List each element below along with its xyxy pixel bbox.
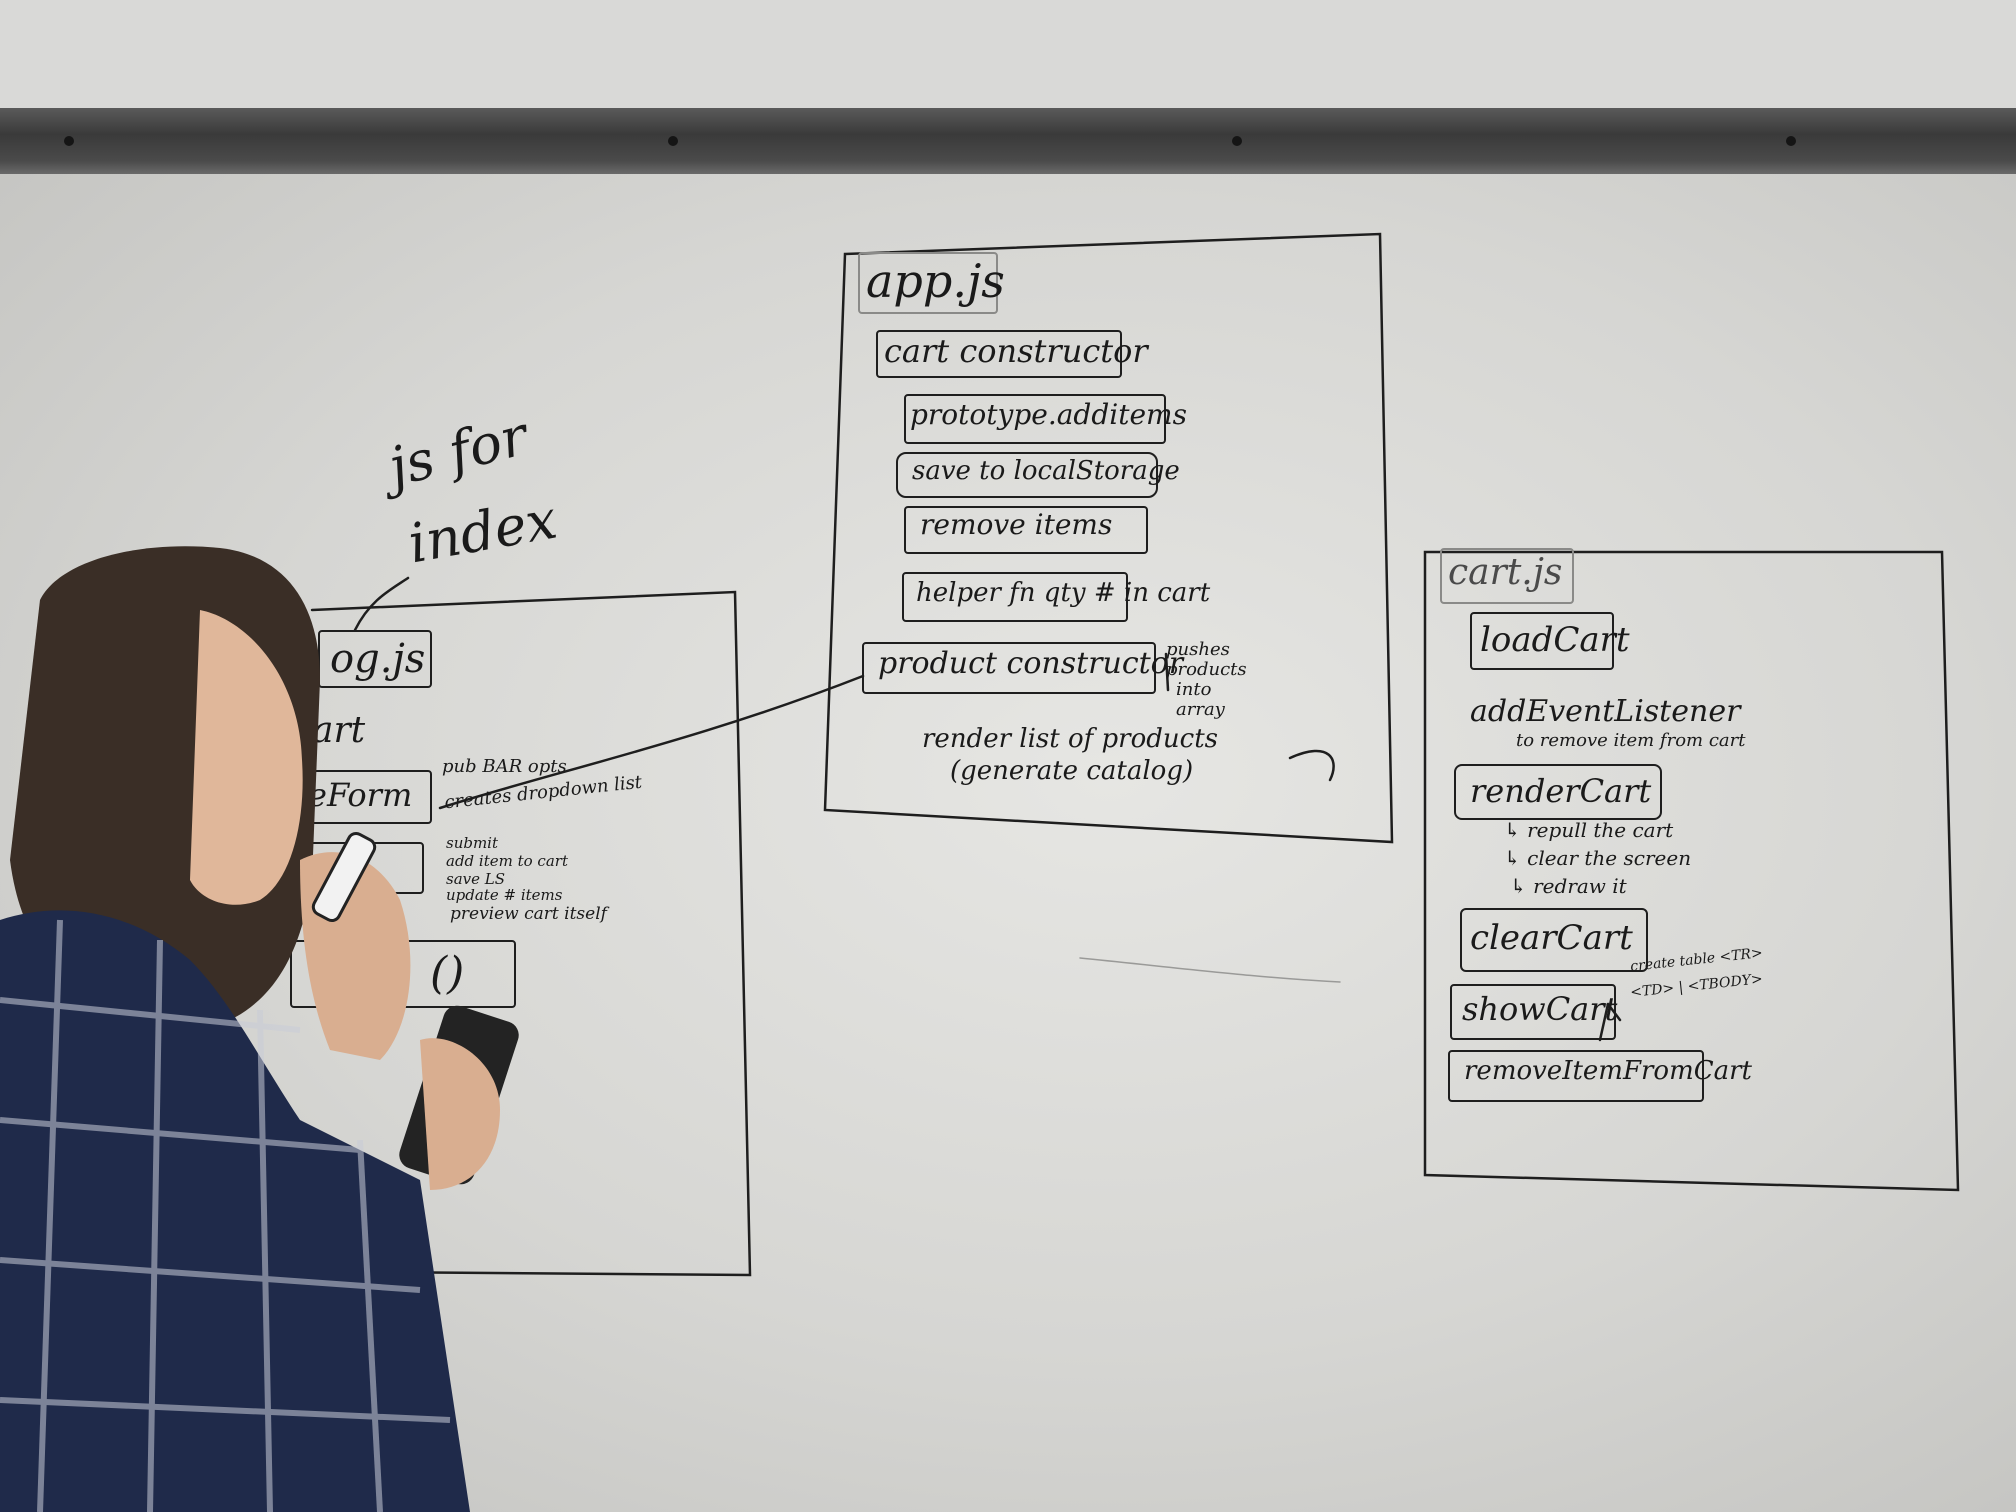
product-note-line: array xyxy=(1176,699,1225,720)
add-event-listener: addEventListener xyxy=(1470,694,1741,729)
product-note-line: into xyxy=(1176,679,1212,700)
left-box-form: eForm xyxy=(308,776,413,814)
clear-cart-frame xyxy=(1460,908,1648,972)
method-remove: remove items xyxy=(920,508,1113,541)
connector-line xyxy=(438,674,865,810)
render-cart-frame xyxy=(1454,764,1662,820)
rail-bolt xyxy=(668,136,678,146)
left-note-item: save LS xyxy=(446,870,505,888)
method-frame xyxy=(904,394,1166,444)
product-constructor: product constructor xyxy=(878,646,1184,681)
app-title: app.js xyxy=(866,254,1005,308)
cart-title-frame xyxy=(1440,548,1574,604)
cart-title: cart.js xyxy=(1448,552,1563,593)
clear-cart: clearCart xyxy=(1470,918,1633,958)
method-frame xyxy=(902,572,1128,622)
show-cart: showCart xyxy=(1462,990,1618,1028)
shirt-pattern xyxy=(0,919,451,1512)
app-title-frame xyxy=(858,252,998,314)
rail-bolt xyxy=(1786,136,1796,146)
remove-item-frame xyxy=(1448,1050,1704,1102)
render-step: ↳ clear the screen xyxy=(1504,846,1692,870)
render-step: ↳ repull the cart xyxy=(1504,818,1674,842)
product-note-line: pushes xyxy=(1166,639,1230,660)
listener-note: to remove item from cart xyxy=(1516,730,1746,751)
product-note-line: products xyxy=(1166,659,1247,680)
left-box-render: () xyxy=(430,948,465,999)
left-note-item: preview cart itself xyxy=(450,904,607,924)
cart-constructor-frame xyxy=(876,330,1122,378)
connector-line xyxy=(1288,749,1335,782)
left-box-outline xyxy=(310,590,752,1277)
product-constructor-frame xyxy=(862,642,1156,694)
method-helper: helper fn qty # in cart xyxy=(916,578,1211,608)
hand xyxy=(420,1038,500,1190)
faint-line xyxy=(1079,957,1341,983)
render-catalog: (generate catalog) xyxy=(950,756,1194,786)
wall-top xyxy=(0,0,2016,110)
connector-line xyxy=(1164,652,1170,692)
method-frame xyxy=(896,452,1158,498)
render-products: render list of products xyxy=(922,724,1218,754)
app-box-outline xyxy=(823,232,1394,844)
whiteboard-rail xyxy=(0,108,2016,174)
product-note: pushes products into array xyxy=(1166,640,1247,720)
left-note-item: update # items xyxy=(446,886,563,904)
cart-box-outline xyxy=(1423,550,1960,1192)
method-additems: prototype.additems xyxy=(910,398,1187,431)
rail-bolt xyxy=(64,136,74,146)
method-frame xyxy=(904,506,1148,554)
left-note-item: add item to cart xyxy=(446,852,568,870)
cart-constructor: cart constructor xyxy=(884,332,1148,370)
method-save: save to localStorage xyxy=(912,456,1180,486)
rail-bolt xyxy=(1232,136,1242,146)
load-cart-frame xyxy=(1470,612,1614,670)
render-step: ↳ redraw it xyxy=(1510,874,1627,898)
load-cart: loadCart xyxy=(1480,620,1630,660)
left-box-line: art xyxy=(312,710,366,751)
left-box-title: og.js xyxy=(330,636,426,682)
left-note-item: submit xyxy=(446,834,499,852)
connector-line xyxy=(353,576,410,632)
remove-item-from-cart: removeItemFromCart xyxy=(1464,1056,1753,1086)
plaid-shirt xyxy=(0,910,470,1512)
face xyxy=(190,610,303,905)
show-cart-frame xyxy=(1450,984,1616,1040)
render-cart: renderCart xyxy=(1470,772,1652,810)
marker xyxy=(311,832,377,922)
left-note: pub BAR opts xyxy=(442,756,567,777)
